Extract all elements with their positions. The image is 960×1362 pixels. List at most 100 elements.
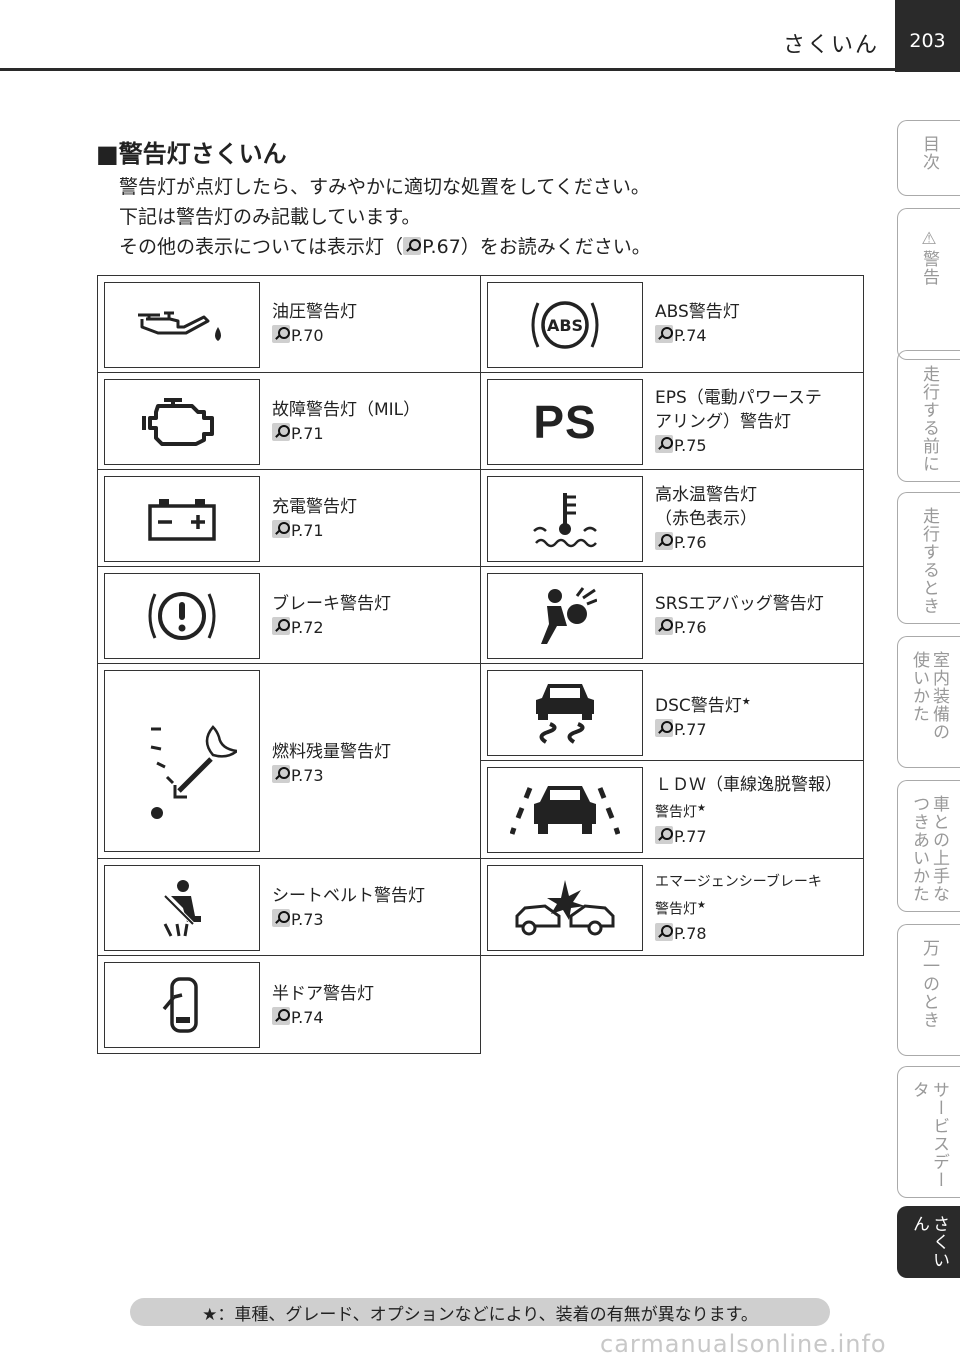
lamp-ref-door[interactable]: P.74: [272, 1006, 374, 1030]
skidding-car-icon: [536, 684, 594, 744]
page-reference-icon: [272, 423, 290, 441]
tab-service-data-label: サービスデータ: [909, 1081, 949, 1189]
intro-line-3-text: その他の表示については表示灯（: [119, 236, 404, 258]
battery-icon: [148, 499, 216, 541]
tab-index-label: さくいん: [909, 1215, 949, 1269]
lamp-ref-temp[interactable]: P.76: [655, 531, 757, 555]
lamp-name-ldw-2-text: 警告灯: [655, 804, 697, 821]
door-ajar-icon: [162, 977, 198, 1033]
page-reference-icon: [403, 237, 422, 255]
lamp-ref-eps[interactable]: P.75: [655, 434, 822, 458]
lamp-label-srs: SRSエアバッグ警告灯 P.76: [655, 592, 824, 640]
lamp-name-eps-2: アリング）警告灯: [655, 412, 791, 432]
intro-line-2: 下記は警告灯のみ記載しています。: [119, 206, 421, 228]
page-reference-icon: [272, 765, 290, 783]
tab-warning[interactable]: ⚠警告: [897, 208, 960, 360]
lamp-ref-brake[interactable]: P.72: [272, 616, 391, 640]
tab-before-driving[interactable]: 走行する前に: [897, 350, 960, 482]
tab-warning-text: 警告: [919, 250, 939, 286]
lamp-label-temp: 高水温警告灯 （赤色表示） P.76: [655, 483, 757, 555]
abs-icon-box: ABS: [487, 282, 643, 368]
lamp-name-emergency-2: 警告灯★: [655, 894, 822, 922]
airbag-icon: [541, 587, 597, 644]
page-reference-icon: [655, 922, 673, 941]
warning-triangle-icon: ⚠: [919, 229, 939, 250]
page-reference-icon: [655, 617, 673, 635]
lamp-label-fuel: 燃料残量警告灯 P.73: [272, 740, 391, 788]
lamp-ref-ldw[interactable]: P.77: [655, 825, 842, 849]
lamp-ref-charge[interactable]: P.71: [272, 519, 357, 543]
lamp-ref-abs-page: P.74: [674, 326, 707, 345]
oil-can-icon: [138, 311, 221, 341]
tab-while-driving[interactable]: 走行するとき: [897, 492, 960, 624]
lamp-name-brake: ブレーキ警告灯: [272, 594, 391, 614]
lamp-label-brake: ブレーキ警告灯 P.72: [272, 592, 391, 640]
abs-icon: ABS: [531, 301, 599, 349]
page-reference-icon: [272, 617, 290, 635]
lamp-ref-fuel[interactable]: P.73: [272, 764, 391, 788]
tab-index[interactable]: さくいん: [897, 1206, 960, 1278]
lamp-ref-emergency[interactable]: P.78: [655, 922, 822, 946]
brake-warning-icon: [148, 592, 216, 640]
lamp-label-seatbelt: シートベルト警告灯 P.73: [272, 884, 425, 932]
lamp-ref-oil[interactable]: P.70: [272, 324, 357, 348]
lamp-name-temp-2: （赤色表示）: [655, 509, 757, 529]
tab-contents[interactable]: 目次: [897, 120, 960, 196]
lamp-name-fuel: 燃料残量警告灯: [272, 742, 391, 762]
lamp-ref-brake-page: P.72: [291, 618, 324, 637]
lamp-ref-fuel-page: P.73: [291, 766, 324, 785]
ps-icon: PS: [533, 396, 597, 448]
lamp-name-mil: 故障警告灯（MIL）: [272, 400, 421, 420]
tab-car-care-label-1: 車との上手な: [929, 795, 949, 903]
intro-page-link[interactable]: P.67: [422, 236, 461, 258]
lamp-ref-emergency-page: P.78: [674, 923, 707, 943]
seatbelt-icon-box: [104, 865, 260, 951]
mil-icon-box: [104, 379, 260, 465]
lamp-name-door: 半ドア警告灯: [272, 984, 374, 1004]
lamp-label-mil: 故障警告灯（MIL） P.71: [272, 398, 420, 446]
page-number: 203: [895, 0, 960, 72]
emergency-icon-box: [487, 865, 643, 951]
seatbelt-icon: [163, 880, 201, 937]
lamp-ref-srs[interactable]: P.76: [655, 616, 824, 640]
lamp-ref-mil-page: P.71: [291, 424, 324, 443]
tab-service-data[interactable]: サービスデータ: [897, 1066, 960, 1198]
star-mark: ★: [697, 803, 706, 814]
lamp-name-seatbelt: シートベルト警告灯: [272, 886, 425, 906]
fuel-gauge-icon: [150, 725, 237, 819]
lamp-ref-temp-page: P.76: [674, 533, 707, 552]
srs-icon-box: [487, 573, 643, 659]
door-icon-box: [104, 962, 260, 1048]
lamp-name-srs: SRSエアバッグ警告灯: [655, 594, 824, 614]
lamp-name-ldw-2: 警告灯★: [655, 797, 842, 825]
tab-emergency-label: 万一のとき: [919, 939, 939, 1029]
page-reference-icon: [655, 825, 673, 844]
page-reference-icon: [272, 909, 290, 927]
lamp-name-abs: ABS警告灯: [655, 302, 740, 322]
tab-emergency[interactable]: 万一のとき: [897, 924, 960, 1056]
tab-interior-label-2: 使いかた: [909, 651, 929, 723]
tab-interior[interactable]: 室内装備の 使いかた: [897, 636, 960, 768]
page-reference-icon: [655, 435, 673, 453]
lamp-label-emergency: エマージェンシーブレーキ 警告灯★ P.78: [655, 870, 822, 946]
lamp-ref-mil[interactable]: P.71: [272, 422, 420, 446]
lamp-name-temp-1: 高水温警告灯: [655, 485, 757, 505]
lamp-ref-seatbelt[interactable]: P.73: [272, 908, 425, 932]
lamp-label-abs: ABS警告灯 P.74: [655, 300, 740, 348]
lamp-ref-dsc-page: P.77: [674, 719, 707, 739]
abs-icon-text: ABS: [547, 316, 583, 335]
lamp-ref-dsc[interactable]: P.77: [655, 718, 751, 742]
header-title: さくいん: [783, 33, 880, 58]
watermark: carmanualsonline.info: [600, 1330, 887, 1358]
star-mark: ★: [697, 900, 706, 911]
lamp-ref-charge-page: P.71: [291, 521, 324, 540]
intro-line-3: その他の表示については表示灯（P.67）をお読みください。: [119, 232, 651, 262]
footer-note: ★：車種、グレード、オプションなどにより、装着の有無が異なります。: [130, 1298, 830, 1326]
page-reference-icon: [655, 532, 673, 550]
lamp-name-eps-1: EPS（電動パワーステ: [655, 388, 822, 408]
header-rule: [0, 68, 895, 71]
tab-car-care[interactable]: 車との上手な つきあいかた: [897, 780, 960, 912]
lamp-ref-abs[interactable]: P.74: [655, 324, 740, 348]
lamp-label-door: 半ドア警告灯 P.74: [272, 982, 374, 1030]
temp-icon-box: [487, 476, 643, 562]
